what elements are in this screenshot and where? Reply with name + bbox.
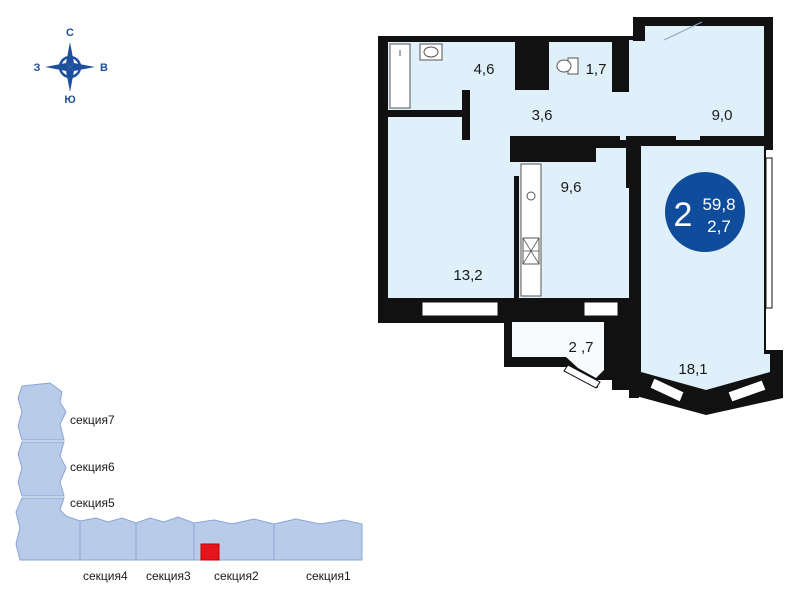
section-3-label: секция3 bbox=[146, 569, 191, 583]
section-3-block bbox=[135, 516, 195, 561]
hall-area: 3,6 bbox=[532, 107, 553, 124]
section-7-block bbox=[17, 382, 67, 441]
wall-kitchen-living bbox=[629, 136, 639, 398]
compass-rose-icon bbox=[45, 42, 95, 92]
apartment-plan: 4,6 1,7 3,6 9,0 9,6 13,2 2 ,7 18,1 2 59,… bbox=[378, 17, 783, 415]
section-1-label: секция1 bbox=[306, 569, 351, 583]
bathtub-icon bbox=[389, 43, 411, 109]
toilet-icon bbox=[556, 57, 579, 75]
compass-west-label: З bbox=[34, 62, 41, 74]
wall-bath-toilet bbox=[515, 38, 549, 90]
bathroom-area: 4,6 bbox=[474, 61, 495, 78]
toilet-area: 1,7 bbox=[586, 61, 607, 78]
section-7-label: секция7 bbox=[70, 413, 115, 427]
wall-kitchen-block bbox=[510, 136, 596, 162]
entrance-door-swing bbox=[663, 21, 703, 41]
balcony-area: 2 ,7 bbox=[568, 339, 593, 356]
corridor-area: 9,0 bbox=[712, 107, 733, 124]
wall-living-top bbox=[636, 136, 676, 144]
kitchen-counter-icon bbox=[520, 163, 542, 297]
section-5-label: секция5 bbox=[70, 496, 115, 510]
kitchen-area: 9,6 bbox=[561, 179, 582, 196]
section-6-block bbox=[17, 441, 67, 497]
compass-east-label: В bbox=[100, 62, 108, 74]
living-window-bay-right bbox=[727, 379, 767, 403]
hall-corridor-floor bbox=[470, 26, 764, 140]
section-6-label: секция6 bbox=[70, 460, 115, 474]
bedroom-area: 13,2 bbox=[453, 267, 482, 284]
sink-icon bbox=[419, 43, 443, 61]
wall-corridor-right bbox=[700, 136, 764, 144]
badge-rooms-count: 2 bbox=[674, 196, 693, 234]
compass-north-label: С bbox=[66, 27, 74, 39]
living-window-bay-left bbox=[649, 377, 685, 403]
wall-toilet-right bbox=[612, 42, 617, 72]
section-2-label: секция2 bbox=[214, 569, 259, 583]
apartment-location-marker bbox=[200, 543, 220, 561]
wall-bedroom-kitchen bbox=[514, 176, 519, 298]
balcony-floor bbox=[512, 322, 604, 378]
apartment-badge: 2 59,8 2,7 bbox=[665, 172, 745, 252]
kitchen-window bbox=[583, 301, 619, 317]
building-key-plan bbox=[15, 382, 363, 561]
compass: С Ю З В bbox=[34, 27, 108, 106]
wall-entry-block bbox=[633, 17, 645, 41]
balcony-window bbox=[563, 364, 601, 389]
compass-south-label: Ю bbox=[64, 94, 75, 106]
badge-balcony-area: 2,7 bbox=[707, 217, 731, 236]
living-room-area: 18,1 bbox=[678, 361, 707, 378]
wall-bedroom-top bbox=[388, 112, 462, 117]
bedroom-floor bbox=[388, 116, 518, 298]
bedroom-window bbox=[421, 301, 499, 317]
wall-hall-left bbox=[462, 90, 470, 140]
section-1-block bbox=[273, 518, 363, 561]
section-4-label: секция4 bbox=[83, 569, 128, 583]
badge-total-area: 59,8 bbox=[702, 195, 735, 214]
living-window-right bbox=[765, 157, 773, 309]
section-4-block bbox=[79, 517, 137, 561]
